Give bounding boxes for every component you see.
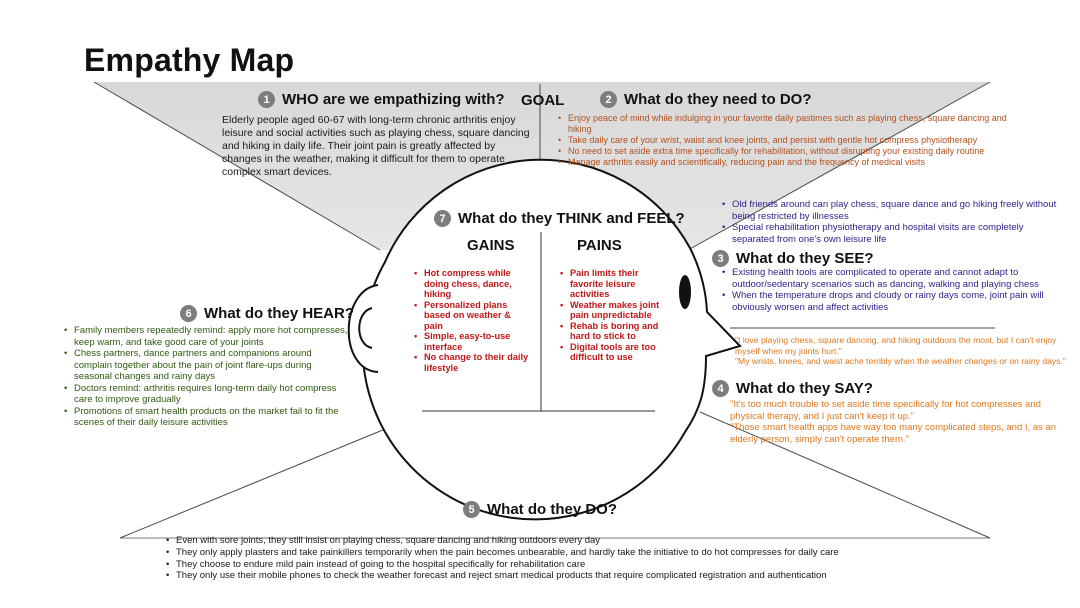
number-badge: 7 <box>434 210 451 227</box>
number-badge: 3 <box>712 250 729 267</box>
who-heading-text: WHO are we empathizing with? <box>282 91 505 108</box>
number-badge: 5 <box>463 501 480 518</box>
who-heading: 1 WHO are we empathizing with? <box>258 91 505 108</box>
pains-label: PAINS <box>577 237 622 254</box>
list-item: Weather makes joint pain unpredictable <box>560 300 672 321</box>
list-item: Family members repeatedly remind: apply … <box>64 325 349 348</box>
list-item: Old friends around can play chess, squar… <box>722 199 1067 222</box>
list-item: They only use their mobile phones to che… <box>166 570 1046 582</box>
say-heading: 4 What do they SAY? <box>712 380 873 397</box>
list-item: When the temperature drops and cloudy or… <box>722 290 1067 313</box>
who-text: Elderly people aged 60-67 with long-term… <box>222 114 530 178</box>
ear-outline <box>347 284 379 373</box>
think-heading-text: What do they THINK and FEEL? <box>458 210 685 227</box>
ear-inner <box>358 307 373 349</box>
list-item: Even with sore joints, they still insist… <box>166 535 1046 547</box>
list-item: Pain limits their favorite leisure activ… <box>560 268 672 300</box>
quote: "I love playing chess, square dancing, a… <box>735 335 1057 356</box>
list-item: Personalized plans based on weather & pa… <box>414 300 532 332</box>
diagonal-top-left <box>93 81 381 251</box>
need-heading: 2 What do they need to DO? <box>600 91 812 108</box>
say-quotes-bottom: "It's too much trouble to set aside time… <box>730 399 1075 445</box>
head-outline <box>361 158 742 521</box>
goal-label: GOAL <box>521 92 565 109</box>
list-item: Enjoy peace of mind while indulging in y… <box>558 113 1028 135</box>
need-list: Enjoy peace of mind while indulging in y… <box>558 113 1028 168</box>
gains-label: GAINS <box>467 237 515 254</box>
number-badge: 1 <box>258 91 275 108</box>
list-item: Special rehabilitation physiotherapy and… <box>722 222 1067 245</box>
list-item: Doctors remind: arthritis requires long-… <box>64 383 349 406</box>
say-heading-text: What do they SAY? <box>736 380 873 397</box>
number-badge: 2 <box>600 91 617 108</box>
quote: "Those smart health apps have way too ma… <box>730 422 1057 445</box>
diagonal-bottom-right <box>699 411 991 539</box>
page-title: Empathy Map <box>84 42 295 78</box>
see-heading: 3 What do they SEE? <box>712 250 874 267</box>
do-heading: 5 What do they DO? <box>463 501 617 518</box>
list-item: Digital tools are too difficult to use <box>560 342 672 363</box>
list-item: Manage arthritis easily and scientifical… <box>558 157 1028 168</box>
number-badge: 4 <box>712 380 729 397</box>
hear-heading-text: What do they HEAR? <box>204 305 354 322</box>
pains-list: Pain limits their favorite leisure activ… <box>560 268 672 363</box>
list-item: Simple, easy-to-use interface <box>414 331 532 352</box>
number-badge: 6 <box>180 305 197 322</box>
see-list-top: Old friends around can play chess, squar… <box>722 199 1067 245</box>
hear-heading: 6 What do they HEAR? <box>180 305 354 322</box>
list-item: No change to their daily lifestyle <box>414 352 532 373</box>
list-item: Rehab is boring and hard to stick to <box>560 321 672 342</box>
think-heading: 7 What do they THINK and FEEL? <box>434 210 685 227</box>
need-heading-text: What do they need to DO? <box>624 91 812 108</box>
list-item: They choose to endure mild pain instead … <box>166 559 1046 571</box>
hear-list: Family members repeatedly remind: apply … <box>64 325 349 429</box>
list-item: Take daily care of your wrist, waist and… <box>558 135 1028 146</box>
say-quotes-top: "I love playing chess, square dancing, a… <box>735 335 1077 367</box>
list-item: Promotions of smart health products on t… <box>64 406 349 429</box>
see-list-bottom: Existing health tools are complicated to… <box>722 267 1067 313</box>
list-item: Hot compress while doing chess, dance, h… <box>414 268 532 300</box>
diagonal-bottom-left <box>119 424 396 539</box>
quote: "It's too much trouble to set aside time… <box>730 399 1041 422</box>
list-item: Existing health tools are complicated to… <box>722 267 1067 290</box>
list-item: They only apply plasters and take painki… <box>166 547 1046 559</box>
gains-list: Hot compress while doing chess, dance, h… <box>414 268 532 373</box>
eye <box>679 275 691 309</box>
list-item: No need to set aside extra time specific… <box>558 146 1028 157</box>
quote: "My wrists, knees, and waist ache terrib… <box>735 356 1066 366</box>
see-heading-text: What do they SEE? <box>736 250 874 267</box>
do-list: Even with sore joints, they still insist… <box>166 535 1046 582</box>
list-item: Chess partners, dance partners and compa… <box>64 348 349 383</box>
do-heading-text: What do they DO? <box>487 501 617 518</box>
